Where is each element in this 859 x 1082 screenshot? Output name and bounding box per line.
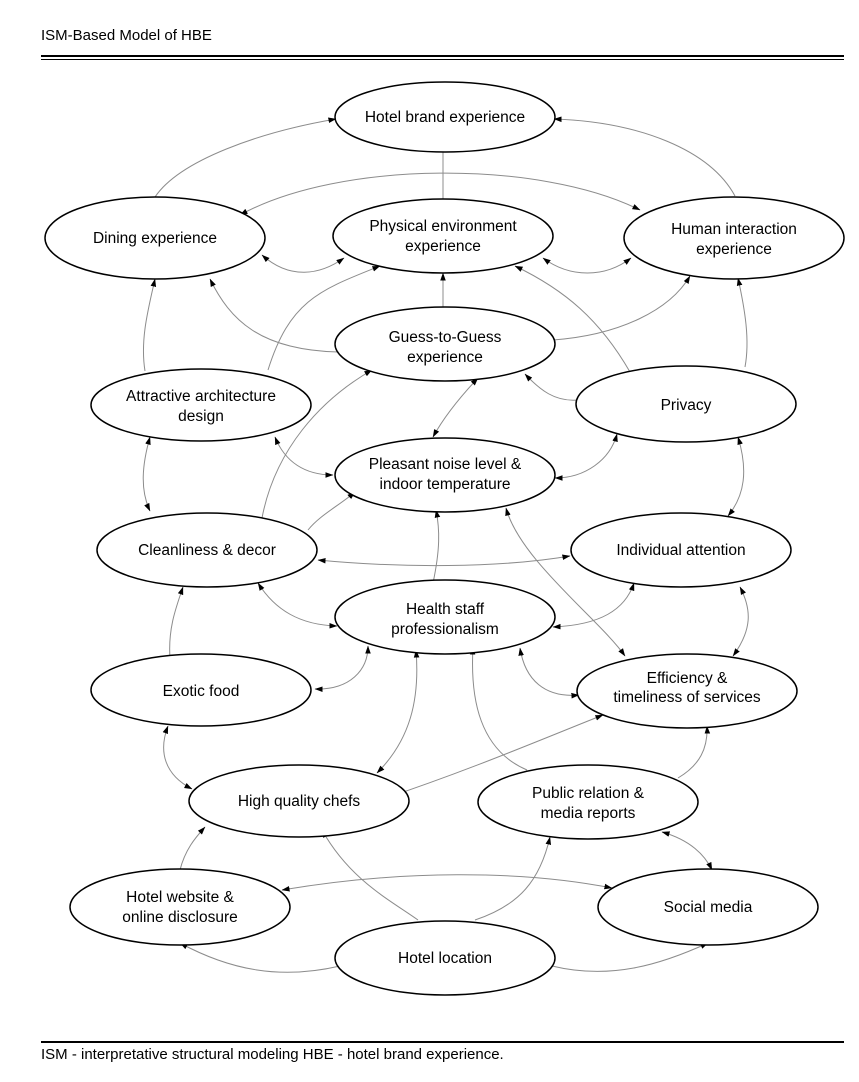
svg-text:indoor temperature: indoor temperature [380,476,511,493]
edge-location-to-website [179,942,341,973]
edge-privacy-to-human [736,277,748,368]
node-health-staff-professionalism: Health staff professionalism [334,579,556,655]
svg-text:Attractive architecture: Attractive architecture [126,388,276,405]
edge-location-to-social [551,942,709,972]
edge-website-to-chefs [179,826,206,871]
edge-noise-guess [432,377,479,438]
edge-dining-physical [261,254,345,273]
edge-dining-to-brand [154,117,337,198]
bottom-rule [41,1041,844,1043]
svg-text:experience: experience [696,241,772,258]
svg-text:experience: experience [405,238,481,255]
node-public-relation-media: Public relation & media reports [477,764,699,840]
svg-text:Hotel location: Hotel location [398,950,492,967]
edge-noise-privacy [554,433,618,481]
edge-cleanliness-individual [317,554,571,567]
svg-text:Individual attention: Individual attention [616,542,745,559]
edge-cleanliness-health [257,582,338,629]
svg-text:Health staff: Health staff [406,601,485,618]
svg-text:online disclosure: online disclosure [122,909,237,926]
svg-text:Dining experience: Dining experience [93,230,217,247]
node-hotel-location: Hotel location [334,920,556,996]
svg-text:High quality chefs: High quality chefs [238,793,361,810]
edge-cleanliness-to-noise [307,491,356,531]
svg-text:experience: experience [407,349,483,366]
edge-pr-social [661,831,713,871]
edge-exotic-health [314,645,371,693]
top-rule [41,55,844,57]
node-physical-environment-experience: Physical environment experience [332,198,554,274]
edge-human-to-brand [553,116,736,197]
figure-title: ISM-Based Model of HBE [41,27,212,44]
svg-text:Hotel website &: Hotel website & [126,889,234,906]
svg-text:media reports: media reports [541,805,636,822]
top-rule-thin [41,59,844,60]
svg-text:timeliness of services: timeliness of services [613,689,761,706]
node-pleasant-noise-level: Pleasant noise level & indoor temperatur… [334,437,556,513]
edge-pr-to-efficiency [677,725,711,779]
edge-efficiency-noise [505,507,626,657]
node-privacy: Privacy [575,365,797,443]
edge-location-to-chefs [321,829,419,921]
svg-text:Efficiency &: Efficiency & [647,670,728,687]
edge-chefs-exotic [162,725,193,790]
node-dining-experience: Dining experience [44,196,266,280]
svg-text:Cleanliness & decor: Cleanliness & decor [138,542,276,559]
node-hotel-website: Hotel website & online disclosure [69,868,291,946]
svg-text:Physical environment: Physical environment [369,218,517,235]
svg-text:Human interaction: Human interaction [671,221,797,238]
node-human-interaction-experience: Human interaction experience [623,196,845,280]
edge-architecture-noise [274,436,334,478]
edge-location-to-pr [474,836,552,921]
svg-text:Exotic food: Exotic food [163,683,240,700]
edge-efficiency-individual [732,586,749,657]
svg-text:Pleasant noise level &: Pleasant noise level & [369,456,522,473]
svg-text:Privacy: Privacy [661,397,712,414]
edge-chefs-health [376,649,420,774]
edge-website-social [281,874,613,892]
edge-privacy-to-physical [514,265,631,373]
node-guess-to-guess-experience: Guess-to-Guess experience [334,306,556,382]
node-high-quality-chefs: High quality chefs [188,764,410,838]
edge-guess-to-human [552,275,691,341]
svg-text:design: design [178,408,224,425]
edge-architecture-to-dining [142,278,157,372]
node-hotel-brand-experience: Hotel brand experience [334,81,556,153]
node-individual-attention: Individual attention [570,512,792,588]
edge-architecture-to-physical [267,265,381,371]
edge-guess-to-dining [209,278,339,353]
svg-text:Guess-to-Guess: Guess-to-Guess [389,329,502,346]
edge-physical-human [542,257,632,274]
edge-health-to-noise [432,509,441,584]
node-exotic-food: Exotic food [90,653,312,727]
footnote: ISM - interpretative structural modeling… [41,1046,504,1063]
edge-dining-human [239,172,641,216]
svg-text:Hotel brand experience: Hotel brand experience [365,109,525,126]
edge-cleanliness-to-guess [261,369,373,519]
svg-text:professionalism: professionalism [391,621,499,638]
edge-chefs-to-efficiency [379,714,604,801]
svg-text:Public relation &: Public relation & [532,785,645,802]
edge-pr-to-health [469,646,528,771]
edge-exotic-to-cleanliness [169,586,184,659]
node-efficiency-timeliness: Efficiency & timeliness of services [576,653,798,729]
edge-individual-privacy [727,436,745,517]
edge-efficiency-health [518,647,580,699]
edge-privacy-to-guess [524,373,579,401]
edge-cleanliness-architecture [142,436,151,512]
node-social-media: Social media [597,868,819,946]
node-cleanliness-decor: Cleanliness & decor [96,512,318,588]
node-attractive-architecture-design: Attractive architecture design [90,368,312,442]
svg-text:Social media: Social media [664,899,753,916]
